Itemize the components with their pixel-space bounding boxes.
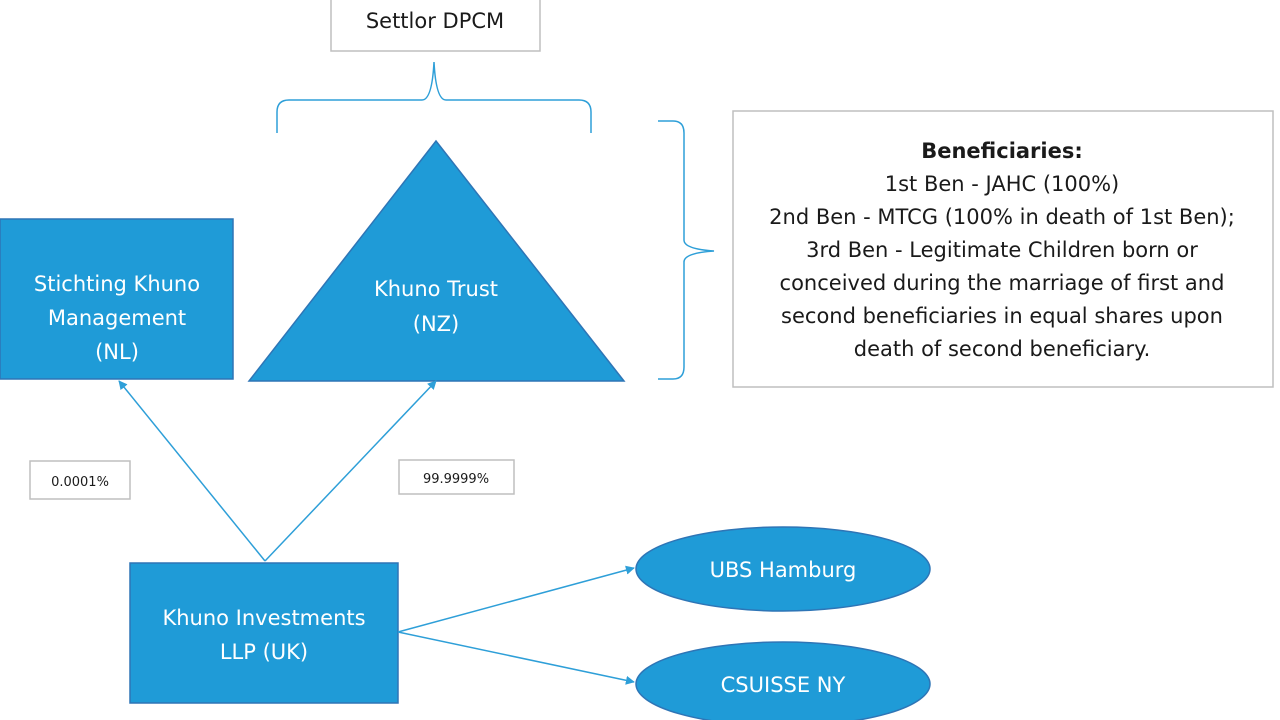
trust-label-line-1: Khuno Trust bbox=[374, 277, 498, 301]
trust-ownership-label: 99.9999% bbox=[398, 459, 515, 495]
arrow-to-trust bbox=[264, 380, 437, 562]
csuisse-ny-label: CSUISSE NY bbox=[721, 673, 846, 697]
ubs-hamburg-node: UBS Hamburg bbox=[635, 526, 931, 612]
stichting-label-line-2: Management bbox=[48, 306, 186, 330]
settlor-brace bbox=[276, 61, 592, 133]
arrow-to-stichting bbox=[118, 380, 266, 562]
arrow-to-ubs bbox=[397, 565, 635, 633]
stichting-node: Stichting Khuno Management (NL) bbox=[0, 218, 234, 380]
beneficiary-line-2: 2nd Ben - MTCG (100% in death of 1st Ben… bbox=[769, 205, 1235, 229]
beneficiary-line-1: 1st Ben - JAHC (100%) bbox=[885, 172, 1120, 196]
trust-ownership-pct: 99.9999% bbox=[423, 472, 489, 487]
csuisse-ny-node: CSUISSE NY bbox=[635, 641, 931, 720]
beneficiary-line-6: death of second beneficiary. bbox=[854, 337, 1151, 361]
beneficiaries-heading: Beneficiaries: bbox=[921, 139, 1083, 163]
settlor-label: Settlor DPCM bbox=[366, 9, 504, 33]
stichting-ownership-label: 0.0001% bbox=[29, 460, 131, 500]
stichting-ownership-pct: 0.0001% bbox=[51, 475, 109, 490]
stichting-label-line-1: Stichting Khuno bbox=[34, 272, 200, 296]
beneficiary-line-4: conceived during the marriage of first a… bbox=[780, 271, 1225, 295]
investments-label-line-2: LLP (UK) bbox=[220, 640, 308, 664]
stichting-label-line-3: (NL) bbox=[95, 340, 139, 364]
beneficiary-line-5: second beneficiaries in equal shares upo… bbox=[781, 304, 1223, 328]
beneficiary-line-3: 3rd Ben - Legitimate Children born or bbox=[806, 238, 1198, 262]
ubs-hamburg-label: UBS Hamburg bbox=[710, 558, 857, 582]
trust-label-line-2: (NZ) bbox=[413, 312, 459, 336]
beneficiaries-box: Beneficiaries: 1st Ben - JAHC (100%) 2nd… bbox=[732, 110, 1274, 388]
arrow-to-csuisse bbox=[397, 631, 635, 685]
investments-label-line-1: Khuno Investments bbox=[162, 606, 365, 630]
beneficiaries-brace bbox=[658, 120, 715, 380]
investments-node: Khuno Investments LLP (UK) bbox=[129, 562, 399, 704]
settlor-node: Settlor DPCM bbox=[330, 0, 541, 52]
trust-node: Khuno Trust (NZ) bbox=[247, 139, 626, 382]
